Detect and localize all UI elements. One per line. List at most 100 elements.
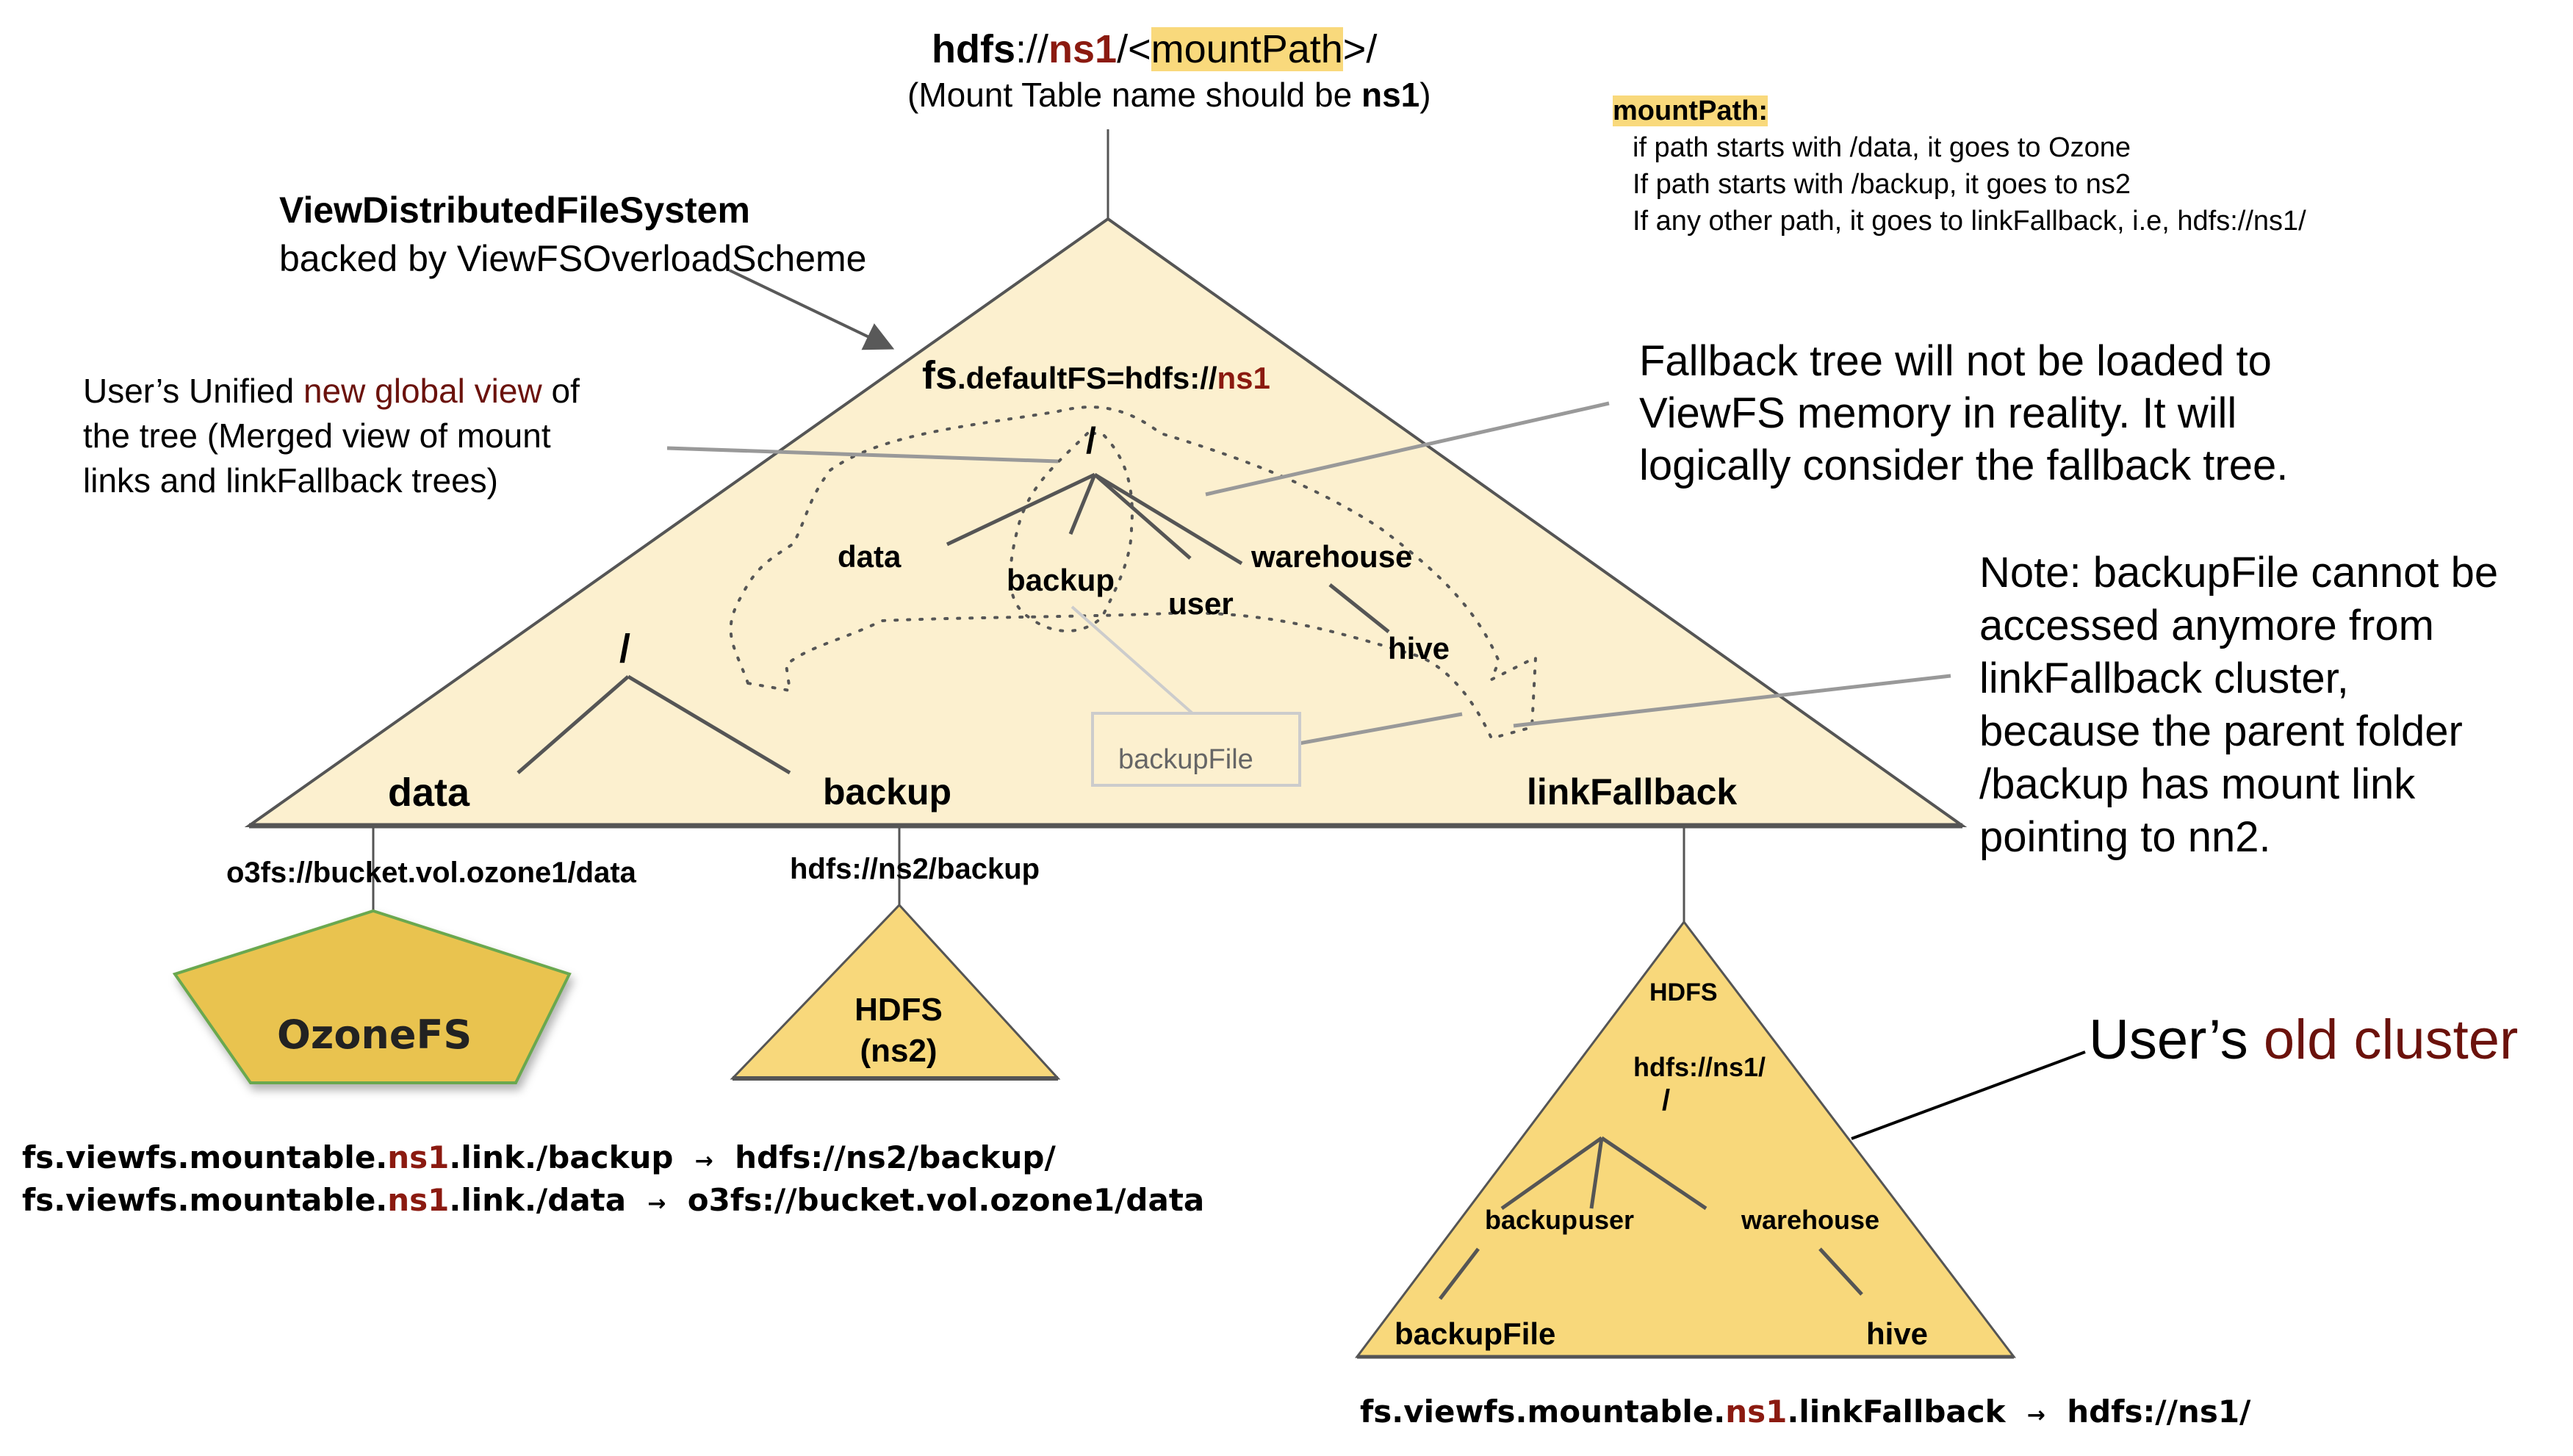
- edge-root-warehouse: [1093, 472, 1243, 566]
- merged-tree-edges: [946, 472, 1390, 633]
- subtitle-ns: ns1: [1361, 76, 1420, 114]
- default-fs-ns: ns1: [1217, 361, 1270, 395]
- config-prefix: fs.viewfs.mountable.: [22, 1182, 388, 1218]
- old-cluster-node-hive[interactable]: hive: [1866, 1316, 1929, 1351]
- ns2-target-uri: hdfs://ns2/backup: [790, 853, 1040, 885]
- edge-oldroot-warehouse: [1600, 1136, 1707, 1211]
- unified-note-suffix: of: [541, 372, 580, 410]
- subtitle-close: ): [1419, 76, 1431, 114]
- fallback-note-line: logically consider the fallback tree.: [1639, 442, 2289, 489]
- uri-end: >/: [1342, 27, 1378, 71]
- mount-tree-fallback-label[interactable]: linkFallback: [1527, 771, 1738, 812]
- subtitle-text: (Mount Table name should be: [907, 76, 1361, 114]
- uri-sep: ://: [1015, 27, 1049, 71]
- backup-note-line: /backup has mount link: [1979, 760, 2416, 808]
- backup-note-line: linkFallback cluster,: [1979, 655, 2349, 702]
- merged-tree-node-user[interactable]: user: [1168, 586, 1234, 621]
- edge-oldroot-user: [1589, 1137, 1604, 1209]
- merged-tree-root[interactable]: /: [1086, 420, 1096, 461]
- config-link-fallback: fs.viewfs.mountable.ns1.linkFallback → h…: [1360, 1394, 2250, 1430]
- config-ns: ns1: [387, 1139, 450, 1175]
- mountpath-heading: mountPath:: [1613, 93, 1768, 129]
- ozonefs-pentagon: [172, 909, 572, 1084]
- config-ns: ns1: [1725, 1394, 1788, 1430]
- old-cluster-label-prefix: User’s: [2089, 1009, 2264, 1071]
- edge-root-backup: [1068, 474, 1097, 535]
- mount-tree-root[interactable]: /: [619, 627, 631, 671]
- config-target: o3fs://bucket.vol.ozone1/data: [687, 1182, 1205, 1218]
- config-prefix: fs.viewfs.mountable.: [22, 1139, 388, 1175]
- backup-note-line: Note: backupFile cannot be: [1979, 549, 2499, 597]
- uri-mid: /<: [1117, 27, 1151, 71]
- mount-table-subtitle: (Mount Table name should be ns1): [907, 76, 1431, 115]
- mount-tree-edges: [517, 674, 791, 775]
- hidden-backupfile-label[interactable]: backupFile: [1118, 744, 1253, 775]
- old-cluster-edges: [1439, 1136, 1863, 1300]
- config-target: hdfs://ns2/backup/: [735, 1139, 1056, 1175]
- old-cluster-label-leader: [1851, 1050, 2086, 1140]
- backup-note-line: accessed anymore from: [1979, 602, 2434, 649]
- mountpath-rule: if path starts with /data, it goes to Oz…: [1633, 132, 2131, 163]
- uri-mountpath: mountPath: [1151, 27, 1343, 71]
- config-link-data: fs.viewfs.mountable.ns1.link./data → o3f…: [22, 1182, 1205, 1218]
- edge-oldroot-backup: [1500, 1136, 1603, 1211]
- merged-tree-node-hive[interactable]: hive: [1388, 631, 1450, 666]
- config-prefix: fs.viewfs.mountable.: [1360, 1394, 1726, 1430]
- old-cluster-node-warehouse[interactable]: warehouse: [1741, 1205, 1880, 1235]
- backup-note-line: because the parent folder: [1979, 707, 2463, 755]
- uri-scheme: hdfs: [932, 27, 1015, 71]
- backupfile-box: [1091, 712, 1301, 787]
- unified-note-line: the tree (Merged view of mount: [83, 417, 551, 455]
- old-cluster-root[interactable]: /: [1662, 1084, 1671, 1117]
- config-target: hdfs://ns1/: [2067, 1394, 2251, 1430]
- mountpath-rule: If path starts with /backup, it goes to …: [1633, 169, 2131, 200]
- unified-note-prefix: User’s Unified: [83, 372, 303, 410]
- config-suffix: .link./backup: [449, 1139, 674, 1175]
- hdfs-ns2-label-line2: (ns2): [860, 1033, 938, 1069]
- merged-tree-node-warehouse[interactable]: warehouse: [1251, 539, 1413, 574]
- config-suffix: .link./data: [449, 1182, 627, 1218]
- backup-to-backupfile-line: [1070, 605, 1194, 715]
- unified-note-highlight: new global view: [303, 372, 542, 410]
- mount-tree-node-backup[interactable]: backup: [823, 771, 952, 812]
- edge-root-data: [946, 472, 1096, 547]
- old-cluster-node-backup[interactable]: backup: [1485, 1205, 1578, 1235]
- default-fs-prefix: fs: [922, 353, 958, 397]
- edge-mountroot-data: [517, 675, 630, 774]
- config-suffix: .linkFallback: [1787, 1394, 2006, 1430]
- mount-tree-node-data[interactable]: data: [388, 771, 470, 815]
- arrow-right-icon: →: [2026, 1402, 2045, 1428]
- viewfs-title: ViewDistributedFileSystem: [279, 190, 750, 231]
- config-link-backup: fs.viewfs.mountable.ns1.link./backup → h…: [22, 1139, 1056, 1175]
- edge-mountroot-backup: [627, 674, 791, 775]
- arrow-right-icon: →: [647, 1191, 666, 1217]
- old-cluster-fs-label: HDFS: [1649, 979, 1718, 1006]
- old-cluster-label-highlight: old cluster: [2263, 1009, 2519, 1071]
- backupfile-note-leader: [1298, 712, 1463, 746]
- merged-tree-node-data[interactable]: data: [838, 539, 902, 574]
- unified-note-line: User’s Unified new global view of: [83, 369, 580, 414]
- uri-ns: ns1: [1048, 27, 1118, 71]
- old-cluster-node-backupfile[interactable]: backupFile: [1395, 1316, 1556, 1351]
- fallback-note-line: ViewFS memory in reality. It will: [1639, 389, 2237, 437]
- merged-tree-node-backup[interactable]: backup: [1007, 563, 1115, 597]
- old-cluster-node-user[interactable]: user: [1578, 1205, 1635, 1235]
- hdfs-ns2-label-line1: HDFS: [854, 992, 943, 1028]
- edge-oldwarehouse-hive: [1818, 1247, 1863, 1296]
- old-cluster-label: User’s old cluster: [2089, 1008, 2518, 1072]
- backup-note-leader: [1513, 674, 1951, 728]
- backup-note-line: pointing to nn2.: [1979, 813, 2271, 861]
- edge-oldbackup-backupfile: [1439, 1247, 1480, 1300]
- mountpath-rule: If any other path, it goes to linkFallba…: [1633, 206, 2306, 237]
- mount-uri-title: hdfs://ns1/<mountPath>/: [932, 26, 1377, 72]
- fallback-note-leader: [1205, 401, 1610, 497]
- unified-note-line: links and linkFallback trees): [83, 461, 499, 500]
- edge-warehouse-hive: [1328, 583, 1390, 633]
- mountpath-heading-text: mountPath:: [1613, 95, 1768, 126]
- viewfs-subtitle: backed by ViewFSOverloadScheme: [279, 238, 867, 279]
- viewfs-pointer-arrow: [729, 269, 895, 350]
- default-fs-label: fs.defaultFS=hdfs://ns1: [922, 353, 1270, 398]
- merged-tree-dotted-outline: [729, 406, 1538, 740]
- config-ns: ns1: [387, 1182, 450, 1218]
